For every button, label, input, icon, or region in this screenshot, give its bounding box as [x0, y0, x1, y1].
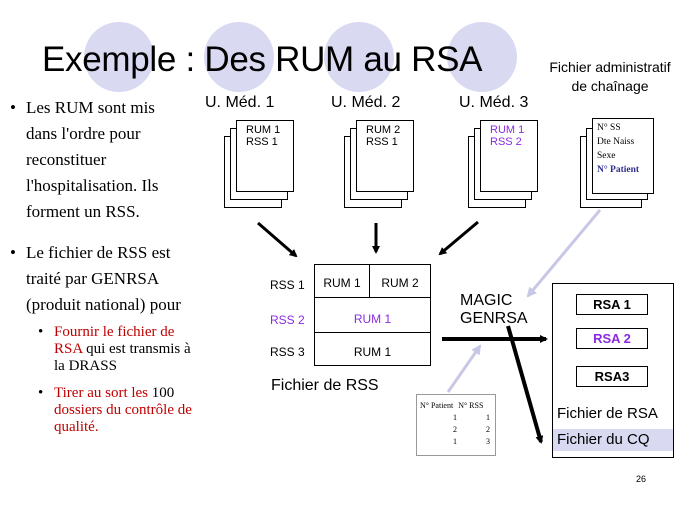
sub-bullet-2-line: qualité.	[54, 419, 99, 435]
table-divider	[315, 332, 430, 333]
magic-genrsa-label: MAGIC GENRSA	[460, 292, 528, 328]
sub-bullet-2-line: Tirer au sort les	[54, 385, 149, 401]
bullet-1-line: forment un RSS.	[26, 202, 140, 221]
sub-bullet-1-line: RSA	[54, 341, 83, 357]
unit-3-sheet-text: RUM 1 RSS 2	[490, 124, 524, 148]
rss-cell: RUM 1	[353, 345, 392, 359]
unit-label-1: U. Méd. 1	[205, 94, 275, 111]
admin-sheet-text: N° SS Dte Naiss Sexe N° Patient	[597, 121, 639, 177]
fichier-admin-label: Fichier administratif de chaînage	[540, 58, 680, 96]
magic-line: MAGIC	[460, 292, 513, 309]
sub-bullet-2-tail: 100	[148, 385, 175, 401]
sub-bullet-1-tail: qui est transmis à	[82, 341, 191, 357]
decor-circle-1	[84, 22, 154, 92]
sub-bullet-1-line: la DRASS	[54, 358, 117, 374]
patient-table: N° Patient N° RSS 1 1 2 2 1 3	[416, 394, 496, 456]
sheet-line: RSS 1	[366, 136, 398, 148]
arrow-admin-to-magic	[526, 209, 602, 298]
fichier-admin-line2: de chaînage	[571, 78, 649, 94]
admin-sheet-line: N° SS	[597, 123, 621, 133]
slide-title: Exemple : Des RUM au RSA	[42, 40, 483, 79]
rss-row-label: RSS 2	[270, 313, 305, 327]
rsa-box: RSA 1 RSA 2 RSA3 Fichier de RSA Fichier …	[552, 283, 674, 458]
patient-header-col: N° RSS	[458, 401, 484, 410]
rss-row-label: RSS 3	[270, 345, 305, 359]
rsa-item: RSA3	[576, 366, 648, 387]
patient-cell: 1	[486, 413, 490, 422]
unit-label-3: U. Méd. 3	[459, 94, 529, 111]
bullet-2-line: Le fichier de RSS est	[26, 243, 171, 262]
bullet-1-line: reconstituer	[26, 150, 107, 169]
bullet-dot: •	[10, 243, 16, 262]
page-number: 26	[636, 474, 647, 484]
patient-cell: 1	[453, 437, 457, 446]
sub-bullet-2-line: dossiers du contrôle de	[54, 402, 192, 418]
rss-cell: RUM 1	[323, 276, 361, 290]
table-divider	[369, 265, 370, 297]
arrow-patient-to-magic	[446, 344, 482, 393]
arrow-unit3-to-rss	[438, 220, 479, 256]
patient-header: N° Patient N° RSS	[420, 401, 483, 410]
patient-cell: 2	[486, 425, 490, 434]
admin-sheet-bold-line: N° Patient	[597, 165, 640, 175]
unit-label-2: U. Méd. 2	[331, 94, 401, 111]
sheet-line: RSS 2	[490, 136, 522, 148]
patient-cell: 2	[453, 425, 457, 434]
rss-caption: Fichier de RSS	[271, 377, 379, 394]
arrow-magic-to-cq	[506, 325, 544, 444]
rsa-item: RSA 1	[576, 294, 648, 315]
bullet-2-line: (produit national) pour	[26, 295, 181, 314]
decor-circle-3	[324, 22, 394, 92]
unit-2-sheet-text: RUM 2 RSS 1	[366, 124, 400, 148]
patient-header-col: N° Patient	[420, 401, 454, 410]
bullet-dot: •	[10, 98, 16, 117]
admin-sheet-line: Dte Naiss	[597, 137, 635, 147]
sub-bullet-1-line: Fournir le fichier de	[54, 324, 175, 340]
rss-cell: RUM 2	[381, 276, 419, 290]
rsa-caption: Fichier de RSA	[557, 405, 658, 422]
bullet-2-line: traité par GENRSA	[26, 269, 160, 288]
rss-table: RUM 1 RUM 2 RUM 1 RUM 1	[314, 264, 431, 366]
admin-sheet-line: Sexe	[597, 151, 616, 161]
arrow-unit1-to-rss	[257, 221, 298, 258]
cq-caption: Fichier du CQ	[557, 431, 650, 448]
sheet-line: RUM 1	[490, 124, 525, 136]
sheet-front	[236, 120, 294, 192]
patient-cell: 1	[453, 413, 457, 422]
bullet-1-line: dans l'ordre pour	[26, 124, 141, 143]
sheet-line: RUM 1	[246, 124, 281, 136]
unit-1-sheet-text: RUM 1 RSS 1	[246, 124, 280, 148]
rss-row-label: RSS 1	[270, 278, 305, 292]
fichier-admin-line1: Fichier administratif	[549, 59, 671, 75]
decor-circle-2	[204, 22, 274, 92]
sheet-line: RUM 2	[366, 124, 401, 136]
bullet-1-line: Les RUM sont mis	[26, 98, 155, 117]
sheet-line: RSS 1	[246, 136, 278, 148]
rss-cell: RUM 1	[353, 312, 392, 326]
rsa-item: RSA 2	[576, 328, 648, 349]
sheet-front	[356, 120, 414, 192]
decor-circle-4	[447, 22, 517, 92]
bullet-1-line: l'hospitalisation. Ils	[26, 176, 159, 195]
sheet-front	[592, 118, 654, 194]
sheet-front	[480, 120, 538, 192]
table-divider	[315, 297, 430, 298]
patient-cell: 3	[486, 437, 490, 446]
sub-bullet-dot: •	[38, 385, 44, 401]
magic-line: GENRSA	[460, 310, 528, 327]
cq-band	[553, 429, 673, 451]
sub-bullet-dot: •	[38, 324, 44, 340]
